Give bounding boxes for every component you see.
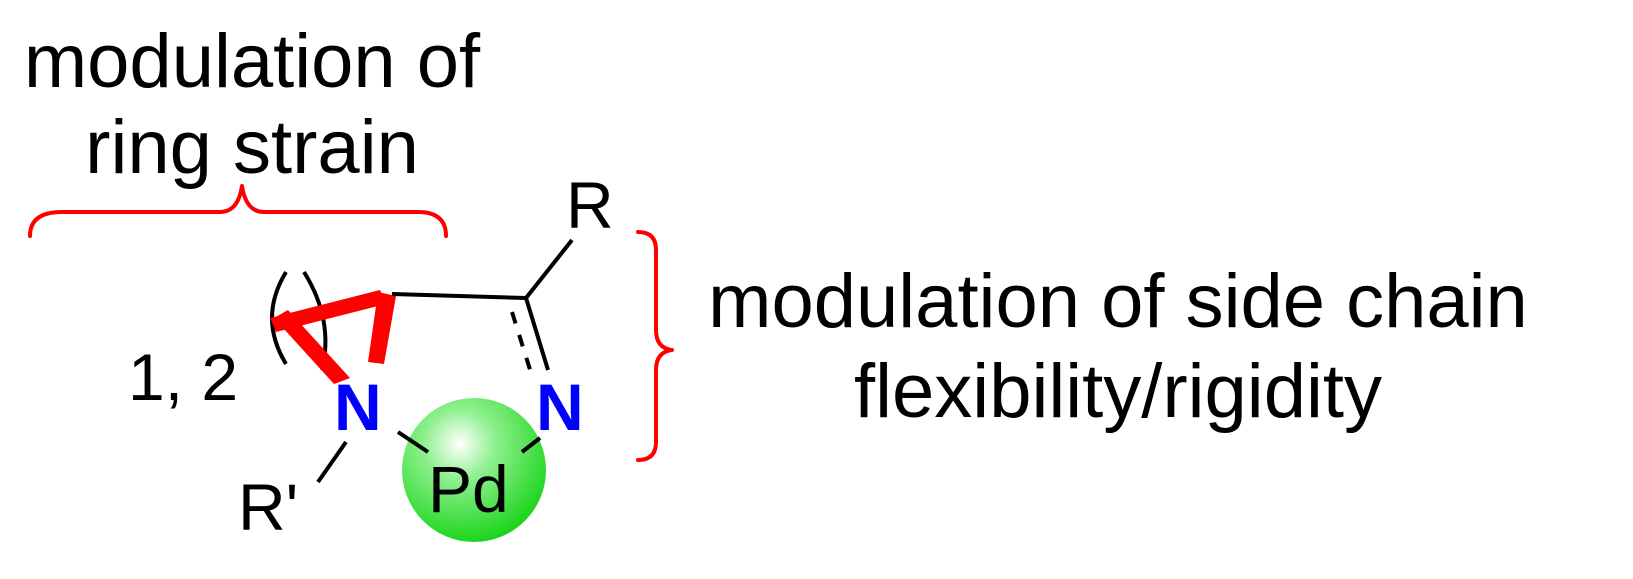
strained-bond-lower — [274, 310, 350, 384]
metal-label: Pd — [428, 452, 509, 526]
bond-c-r — [524, 238, 574, 300]
nitrogen-right: N — [536, 370, 584, 444]
nitrogen-left: N — [334, 370, 382, 444]
bond-c-n — [524, 297, 550, 371]
bond-c-c — [391, 292, 527, 300]
pd-sphere — [402, 398, 546, 542]
bond-n-pd-right — [520, 436, 542, 454]
bond-n-pd-left — [396, 430, 430, 454]
ring-strain-label-line2: ring strain — [85, 105, 419, 190]
ring-strain-label-line1: modulation of — [23, 19, 481, 104]
bond-n-r-prime — [316, 440, 348, 484]
strained-bond-right — [368, 292, 396, 364]
side-chain-brace — [636, 230, 674, 462]
ring-strain-brace — [28, 184, 448, 238]
bond-c-n-dashed — [510, 311, 534, 377]
substituent-r: R — [566, 168, 614, 242]
strained-bond-upper — [270, 290, 386, 332]
ring-size-label: 1, 2 — [128, 340, 239, 414]
side-chain-label-line2: flexibility/rigidity — [854, 349, 1382, 434]
substituent-r-prime: R' — [238, 470, 299, 544]
side-chain-label-line1: modulation of side chain — [708, 259, 1528, 344]
